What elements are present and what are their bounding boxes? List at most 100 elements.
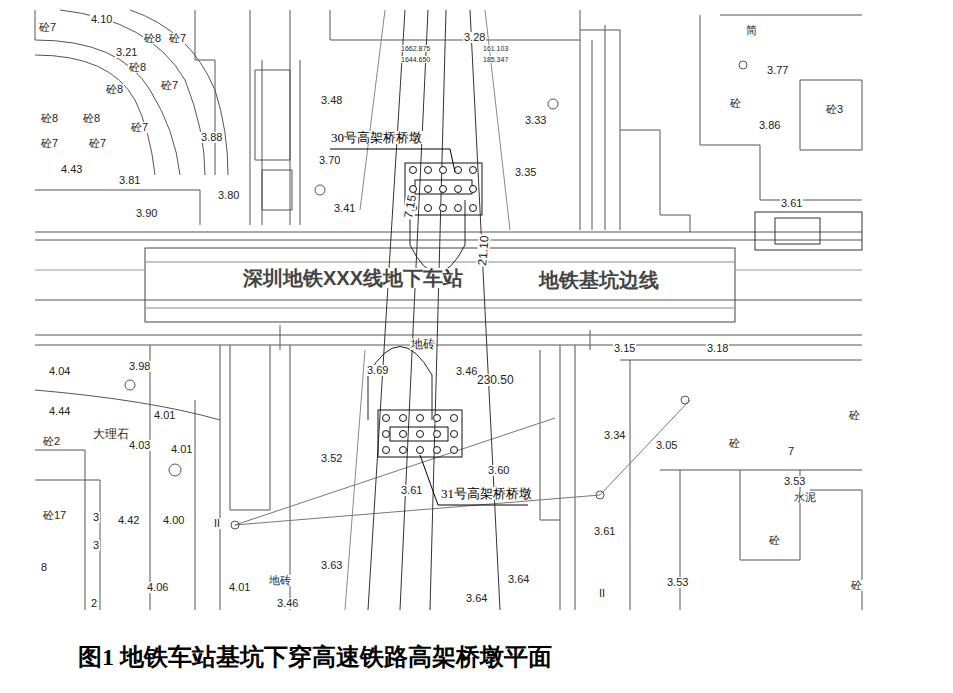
elevation-label: 3.60 <box>487 465 510 476</box>
pile-symbol <box>417 447 424 454</box>
elevation-label: 地砖 <box>268 575 292 586</box>
pile-symbol <box>383 431 390 438</box>
elevation-label: 3.69 <box>366 365 389 376</box>
elevation-label: 3.70 <box>318 155 341 166</box>
elevation-label: 3.80 <box>217 190 240 201</box>
elevation-label: 21.10 <box>476 234 491 267</box>
elevation-label: 1644.650 <box>400 56 431 63</box>
elevation-label: 4.06 <box>146 582 169 593</box>
elevation-label: 简 <box>745 25 758 36</box>
elevation-label: 3.52 <box>320 453 343 464</box>
pile-symbol <box>410 167 417 174</box>
elevation-label: 3.41 <box>333 203 356 214</box>
pile-symbol <box>400 431 407 438</box>
elevation-label: 4.44 <box>48 406 71 417</box>
pile-symbol <box>434 447 441 454</box>
elevation-label: 砼8 <box>82 113 101 124</box>
pile-symbol <box>470 186 477 193</box>
elevation-label: 水泥 <box>793 492 817 503</box>
elevation-label: 砼7 <box>88 138 107 149</box>
elevation-label: 3.88 <box>200 132 223 143</box>
elevation-label: 3.21 <box>115 47 138 58</box>
pile-symbol <box>440 167 447 174</box>
elevation-label: 4.42 <box>117 515 140 526</box>
callout-label: 31号高架桥桥墩 <box>440 487 533 500</box>
elevation-label: 230.50 <box>476 374 515 386</box>
elevation-label: 3.33 <box>524 115 547 126</box>
pile-symbol <box>400 415 407 422</box>
elevation-label: 4.04 <box>48 366 71 377</box>
elevation-label: 3.86 <box>758 120 781 131</box>
elevation-label: 7.15 <box>402 193 418 220</box>
pile-symbol <box>455 205 462 212</box>
elevation-label: 砼7 <box>40 138 59 149</box>
station-label: 深圳地铁XXX线地下车站 <box>242 268 464 288</box>
pile-symbol <box>470 167 477 174</box>
elevation-label: 3.28 <box>463 32 486 43</box>
elevation-label: 1662.875 <box>400 45 431 52</box>
elevation-label: 砼 <box>729 98 742 109</box>
elevation-label: 8 <box>40 562 48 573</box>
elevation-label: 4.03 <box>128 440 151 451</box>
pile-symbol <box>434 431 441 438</box>
elevation-label: 3.64 <box>465 593 488 604</box>
elevation-label: 4.01 <box>228 582 251 593</box>
elevation-label: 3.61 <box>400 485 423 496</box>
elevation-label: 3.35 <box>514 167 537 178</box>
pile-symbol <box>383 415 390 422</box>
elevation-label: 砼8 <box>40 113 59 124</box>
pile-symbol <box>434 415 441 422</box>
elevation-label: 砼7 <box>168 33 187 44</box>
pile-symbol <box>470 205 477 212</box>
elevation-label: 3.46 <box>455 366 478 377</box>
pile-symbol <box>425 205 432 212</box>
callout-label: 30号高架桥桥墩 <box>330 131 423 144</box>
elevation-label: 3.98 <box>128 361 151 372</box>
elevation-label: 4.01 <box>153 410 176 421</box>
elevation-label: 砼 <box>768 535 781 546</box>
elevation-label: 4.00 <box>162 515 185 526</box>
figure-caption: 图1 地铁车站基坑下穿高速铁路高架桥墩平面 <box>78 641 552 673</box>
elevation-label: 3 <box>92 540 100 551</box>
pile-symbol <box>400 447 407 454</box>
pile-symbol <box>417 431 424 438</box>
elevation-label: 砼3 <box>825 104 844 115</box>
elevation-label: 砼7 <box>130 122 149 133</box>
pile-symbol <box>425 167 432 174</box>
pile-symbol <box>440 186 447 193</box>
elevation-label: 2 <box>90 598 98 609</box>
pile-symbol <box>417 415 424 422</box>
elevation-label: 3.77 <box>766 65 789 76</box>
elevation-label: 3.18 <box>706 343 729 354</box>
pile-symbol <box>455 167 462 174</box>
elevation-label: 4.43 <box>60 164 83 175</box>
elevation-label: 3.15 <box>613 343 636 354</box>
pile-symbol <box>451 431 458 438</box>
pile-symbol <box>440 205 447 212</box>
elevation-label: 4.01 <box>170 444 193 455</box>
elevation-label: 3.53 <box>666 577 689 588</box>
elevation-label: 地砖 <box>410 338 436 350</box>
elevation-label: 3.05 <box>655 440 678 451</box>
elevation-label: 砼8 <box>105 84 124 95</box>
pile-symbol <box>451 415 458 422</box>
elevation-label: 3.63 <box>320 560 343 571</box>
elevation-label: II <box>598 588 606 599</box>
elevation-label: 3 <box>92 512 100 523</box>
elevation-label: 砼7 <box>160 80 179 91</box>
elevation-label: 砼 <box>728 438 741 449</box>
elevation-label: 砼8 <box>143 33 162 44</box>
elevation-label: 砼 <box>848 410 861 421</box>
elevation-label: 3.61 <box>780 198 803 209</box>
elevation-label: 161.103 <box>482 45 509 52</box>
elevation-label: 3.81 <box>118 175 141 186</box>
pile-symbol <box>383 447 390 454</box>
elevation-label: 3.48 <box>320 95 343 106</box>
elevation-label: 3.64 <box>507 574 530 585</box>
elevation-label: 砼 <box>850 580 863 591</box>
elevation-label: 3.61 <box>593 526 616 537</box>
elevation-label: 大理石 <box>92 428 130 440</box>
pile-symbol <box>410 186 417 193</box>
elevation-label: 砼2 <box>42 436 61 447</box>
